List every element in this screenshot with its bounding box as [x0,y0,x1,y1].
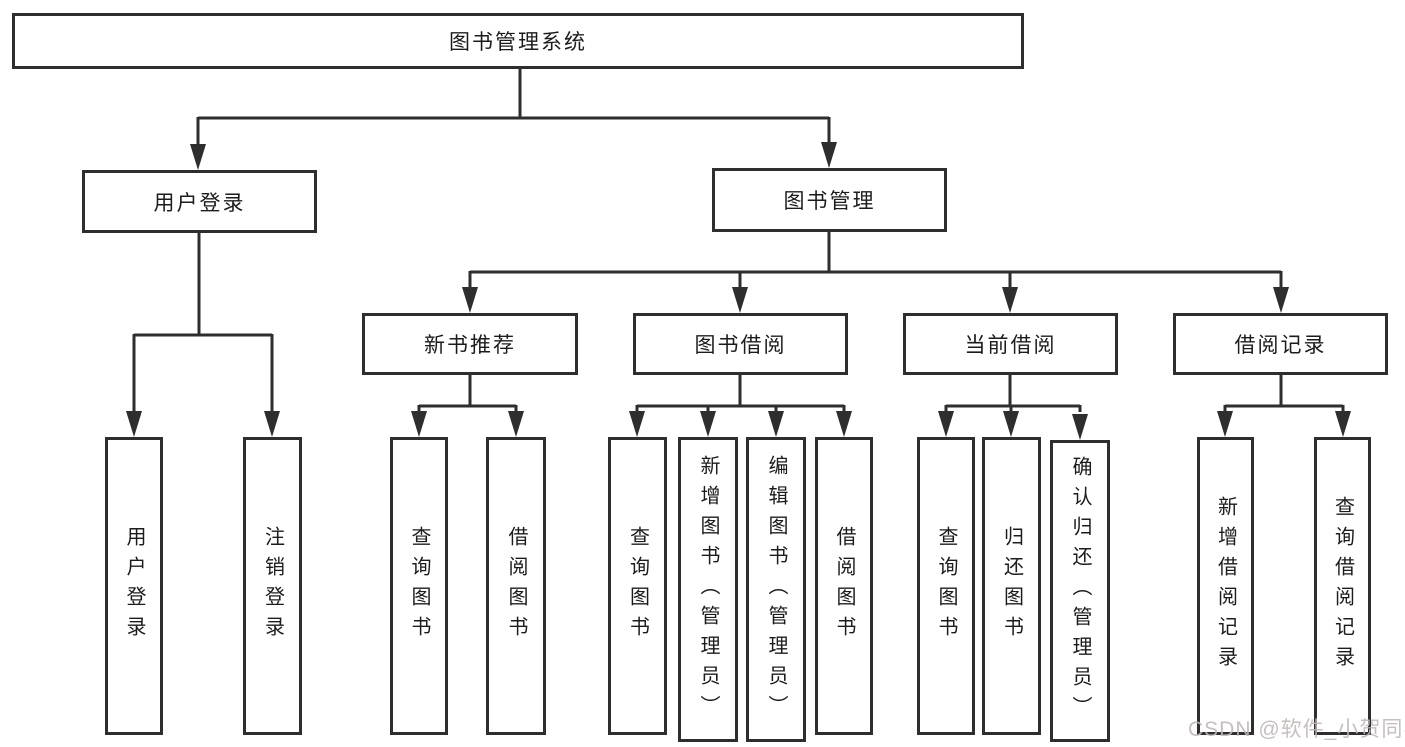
node-library-system: 图书管理系统 [12,13,1024,69]
leaf-query-books-borrow: 查询图书 [608,437,667,735]
csdn-watermark: CSDN @软件_小贺同学 [1188,718,1405,741]
leaf-return-books: 归还图书 [982,437,1041,735]
node-user-login: 用户登录 [82,170,317,233]
leaf-add-borrow-record: 新增借阅记录 [1197,437,1254,735]
node-book-management: 图书管理 [712,168,947,232]
leaf-query-books-current: 查询图书 [917,437,975,735]
node-borrow-records: 借阅记录 [1173,313,1388,375]
leaf-query-borrow-record: 查询借阅记录 [1314,437,1371,735]
leaf-borrow-books-recommend: 借阅图书 [486,437,546,735]
node-current-borrow: 当前借阅 [903,313,1118,375]
leaf-query-books-recommend: 查询图书 [390,437,448,735]
leaf-borrow-books: 借阅图书 [815,437,873,735]
node-new-book-recommend: 新书推荐 [362,313,578,375]
node-book-borrow: 图书借阅 [633,313,848,375]
leaf-confirm-return-admin: 确认归还（管理员） [1050,440,1110,742]
leaf-add-books-admin: 新增图书（管理员） [678,437,738,742]
leaf-edit-books-admin: 编辑图书（管理员） [746,437,806,742]
leaf-user-login: 用户登录 [105,437,163,735]
leaf-logout: 注销登录 [243,437,302,735]
